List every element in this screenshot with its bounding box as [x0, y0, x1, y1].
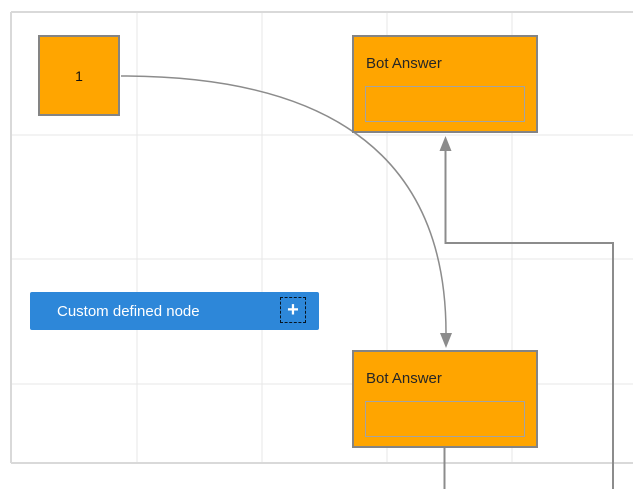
custom-defined-node-label: Custom defined node — [57, 302, 200, 320]
node-bot-answer-bottom[interactable]: Bot Answer — [352, 350, 538, 448]
connector-curve[interactable] — [120, 75, 452, 348]
arrow-up-marker — [439, 136, 452, 151]
node-bot-answer-top[interactable]: Bot Answer — [352, 35, 538, 133]
bot-answer-input[interactable] — [365, 401, 525, 437]
canvas-border — [10, 11, 633, 464]
custom-defined-node-button[interactable]: Custom defined node + — [30, 292, 319, 330]
connector-elbow[interactable] — [439, 136, 614, 489]
bot-answer-input[interactable] — [365, 86, 525, 122]
arrow-down-marker — [440, 333, 452, 348]
plus-icon[interactable]: + — [280, 297, 306, 323]
node-start-label: 1 — [75, 67, 83, 84]
bot-answer-title: Bot Answer — [366, 370, 442, 387]
bot-answer-title: Bot Answer — [366, 55, 442, 72]
node-start[interactable]: 1 — [38, 35, 120, 116]
